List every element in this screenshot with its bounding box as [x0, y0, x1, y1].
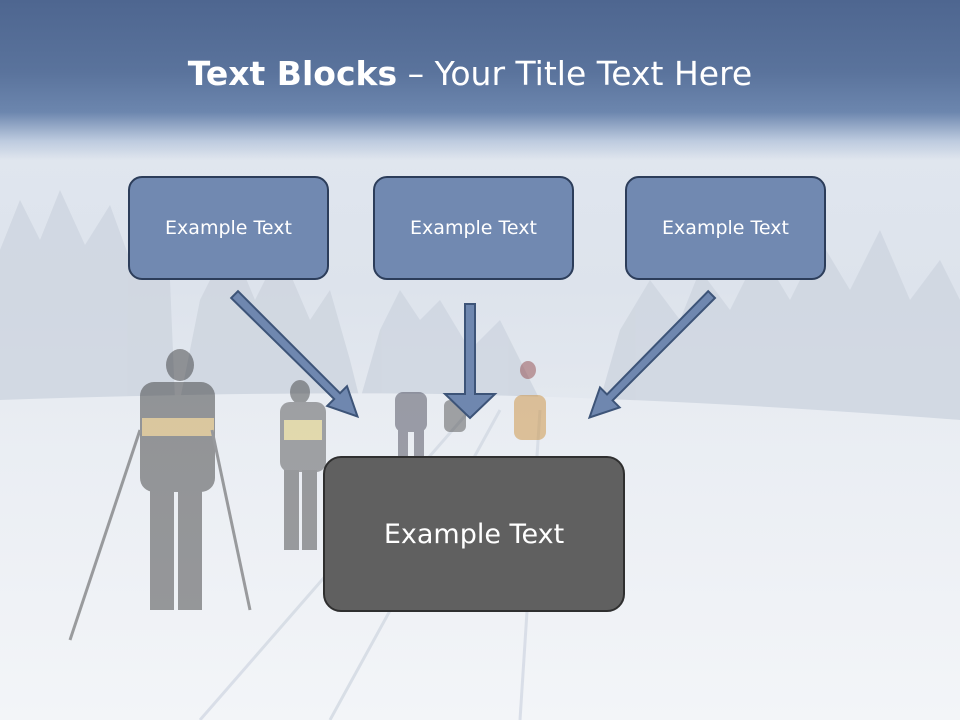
text-block-right[interactable]: Example Text: [625, 176, 826, 280]
slide-title: Text Blocks – Your Title Text Here: [0, 54, 940, 93]
title-separator: –: [407, 54, 425, 93]
text-block-middle[interactable]: Example Text: [373, 176, 574, 280]
text-block-left-label: Example Text: [165, 217, 292, 239]
header-band: [0, 0, 960, 160]
text-block-center-label: Example Text: [383, 518, 565, 550]
skier-figure: [68, 349, 252, 641]
title-bold-text: Text Blocks: [187, 54, 398, 93]
text-block-right-label: Example Text: [662, 217, 789, 239]
text-block-center[interactable]: Example Text: [323, 456, 625, 612]
text-block-left[interactable]: Example Text: [128, 176, 329, 280]
title-rest-text: Your Title Text Here: [434, 54, 753, 93]
text-block-middle-label: Example Text: [410, 217, 537, 239]
